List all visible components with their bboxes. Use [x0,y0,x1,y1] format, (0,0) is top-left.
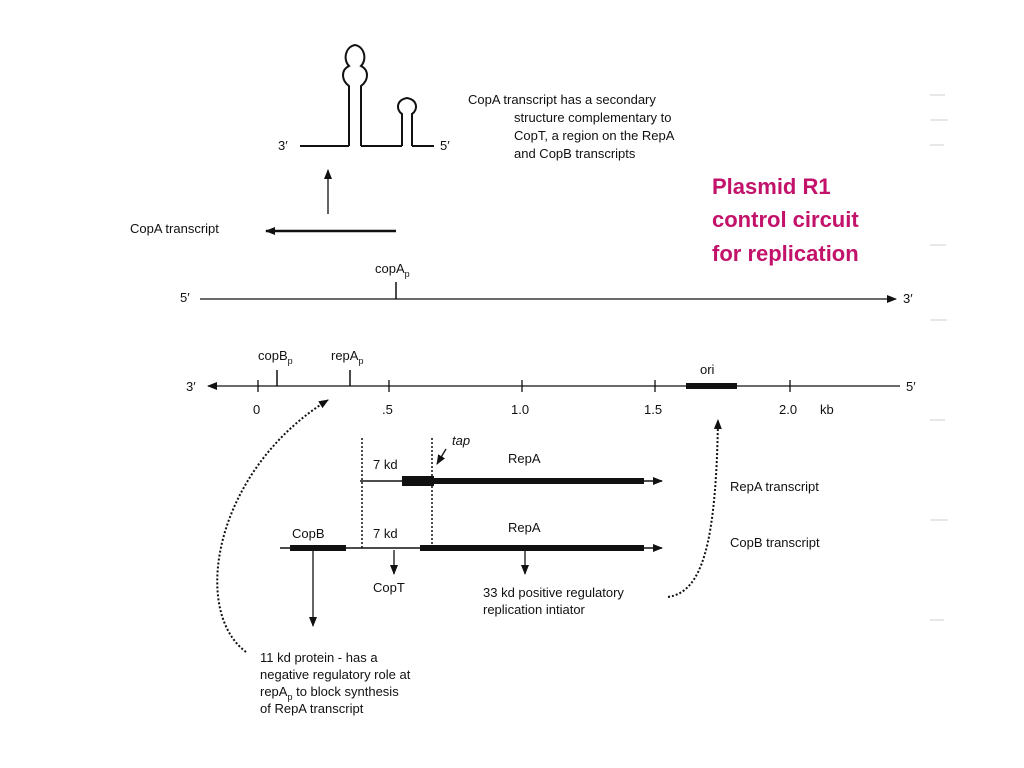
copb-promoter-label: copBp [258,348,293,366]
title-line-3: for replication [712,241,859,266]
scale-unit-kb: kb [820,402,834,417]
copa-promoter-label: copAp [375,261,410,279]
ori-label: ori [700,362,715,377]
scale-label-0.5: .5 [382,402,393,417]
top-strand-5-end: 5′ [180,290,190,305]
copa-structure-description: CopA transcript has a secondary structur… [468,92,675,161]
copt-label: CopT [373,580,405,595]
protein-33kd-line-2: replication intiator [483,602,586,617]
copa-desc-line-4: and CopB transcripts [514,146,636,161]
scale-label-1.5: 1.5 [644,402,662,417]
repa-gene-label: RepA [508,451,541,466]
copb-repa-coding-bar [420,545,644,551]
bottom-strand: 3′ 5′ 0 .5 1.0 1.5 2.0 kb copBp repAp or… [186,348,916,417]
protein-11kd-line-2: negative regulatory role at [260,667,411,682]
copb-gene-label: CopB [292,526,325,541]
title-line-2: control circuit [712,207,859,232]
bottom-strand-3-end: 3′ [186,379,196,394]
repa-transcript-label: RepA transcript [730,479,819,494]
copa-desc-line-1: CopA transcript has a secondary [468,92,656,107]
tap-region-block [402,476,434,486]
bottom-strand-5-end: 5′ [906,379,916,394]
ori-region [686,383,737,389]
repa-transcript: 7 kd tap RepA RepA transcript [360,433,819,494]
activation-curve-to-ori [667,419,722,598]
copa-transcript-label: CopA transcript [130,221,219,236]
top-strand: 5′ 3′ copAp [180,261,913,306]
copb-coding-bar [290,545,346,551]
title-block: Plasmid R1 control circuit for replicati… [712,174,859,266]
copb-7kd-label: 7 kd [373,526,398,541]
copb-transcript-label: CopB transcript [730,535,820,550]
copb-repa-gene-label: RepA [508,520,541,535]
repa-promoter-label: repAp [331,348,363,366]
copa-structure-3-end: 3′ [278,138,288,153]
repression-curve-to-repa-promoter [216,399,329,653]
title-line-1: Plasmid R1 [712,174,831,199]
copa-stem-loop-structure: 3′ 5′ [278,43,450,153]
scan-residue [930,94,948,621]
scale-label-0: 0 [253,402,260,417]
scale-label-1.0: 1.0 [511,402,529,417]
repa-coding-bar [434,478,644,484]
scale-label-2.0: 2.0 [779,402,797,417]
top-strand-3-end: 3′ [903,291,913,306]
protein-11kd-line-3: repAp to block synthesis [260,684,399,702]
copb-transcript: CopB 7 kd RepA CopB transcript CopT [280,520,820,595]
repa-7kd-label: 7 kd [373,457,398,472]
copa-desc-line-2: structure complementary to [514,110,672,125]
copa-structure-5-end: 5′ [440,138,450,153]
protein-11kd-line-4: of RepA transcript [260,701,364,716]
copa-desc-line-3: CopT, a region on the RepA [514,128,675,143]
tap-pointer [436,448,447,465]
tap-label: tap [452,433,470,448]
protein-33kd-line-1: 33 kd positive regulatory [483,585,624,600]
protein-11kd-line-1: 11 kd protein - has a [260,650,378,665]
